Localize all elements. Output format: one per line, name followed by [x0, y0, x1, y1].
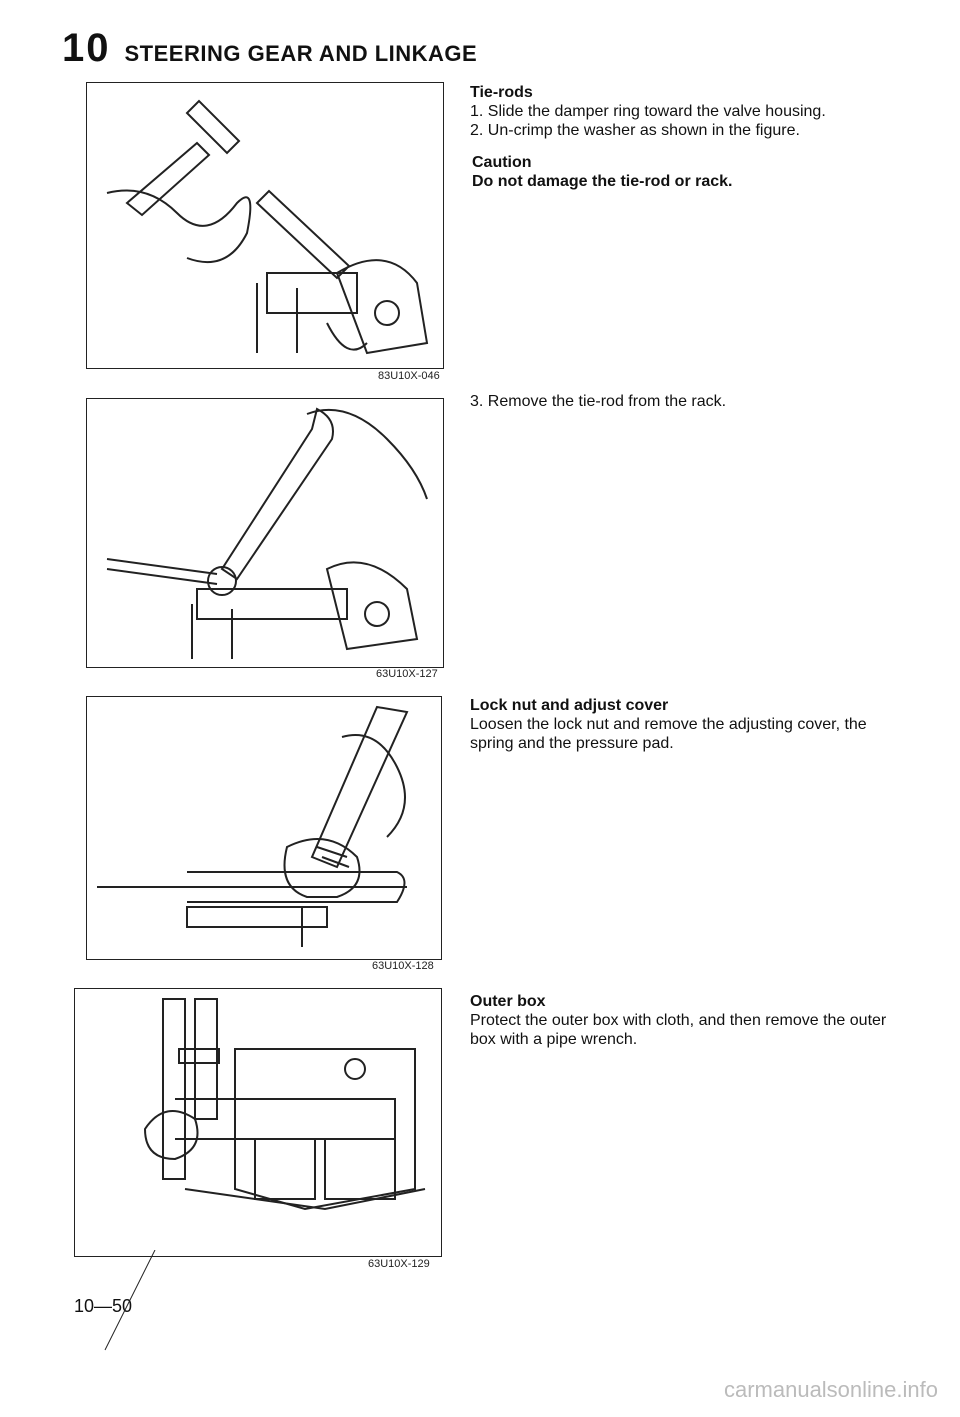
figure-3 [86, 696, 442, 960]
section-number: 10 [62, 26, 111, 70]
tie-rods-step-1: 1. Slide the damper ring toward the valv… [470, 103, 826, 120]
caution-box: Caution Do not damage the tie-rod or rac… [472, 153, 890, 191]
lock-nut-body: Loosen the lock nut and remove the adjus… [470, 716, 867, 752]
caution-label: Caution [472, 154, 532, 171]
caution-text: Do not damage the tie-rod or rack. [472, 173, 733, 190]
figure-4-code: 63U10X-129 [368, 1258, 430, 1270]
watermark: carmanualsonline.info [723, 1377, 938, 1402]
figure-2 [86, 398, 444, 668]
section-title: STEERING GEAR AND LINKAGE [124, 41, 478, 66]
pipe-wrench-illustration [143, 998, 426, 1211]
adjustable-wrench-illustration [97, 705, 409, 947]
page-number: 10—50 [74, 1296, 133, 1316]
lock-nut-section: Lock nut and adjust cover Loosen the loc… [470, 696, 890, 753]
pointer-line-decoration [104, 1250, 156, 1351]
lock-nut-heading: Lock nut and adjust cover [470, 697, 669, 714]
page-header: 10 STEERING GEAR AND LINKAGE [62, 26, 477, 71]
tie-rods-section: Tie-rods 1. Slide the damper ring toward… [470, 83, 890, 191]
outer-box-section: Outer box Protect the outer box with clo… [470, 992, 890, 1049]
tie-rods-step-2: 2. Un-crimp the washer as shown in the f… [470, 122, 800, 139]
wrench-on-tie-rod-illustration [106, 407, 428, 659]
figure-1-code: 83U10X-046 [378, 370, 440, 382]
tie-rods-step-3-block: 3. Remove the tie-rod from the rack. [470, 392, 890, 411]
figure-4 [74, 988, 442, 1257]
outer-box-heading: Outer box [470, 993, 546, 1010]
figure-1 [86, 82, 444, 369]
outer-box-body: Protect the outer box with cloth, and th… [470, 1012, 887, 1048]
hammer-and-chisel-illustration [106, 99, 429, 355]
figure-3-code: 63U10X-128 [372, 960, 434, 972]
tie-rods-step-3: 3. Remove the tie-rod from the rack. [470, 393, 727, 410]
figure-2-code: 63U10X-127 [376, 668, 438, 680]
tie-rods-heading: Tie-rods [470, 84, 533, 101]
